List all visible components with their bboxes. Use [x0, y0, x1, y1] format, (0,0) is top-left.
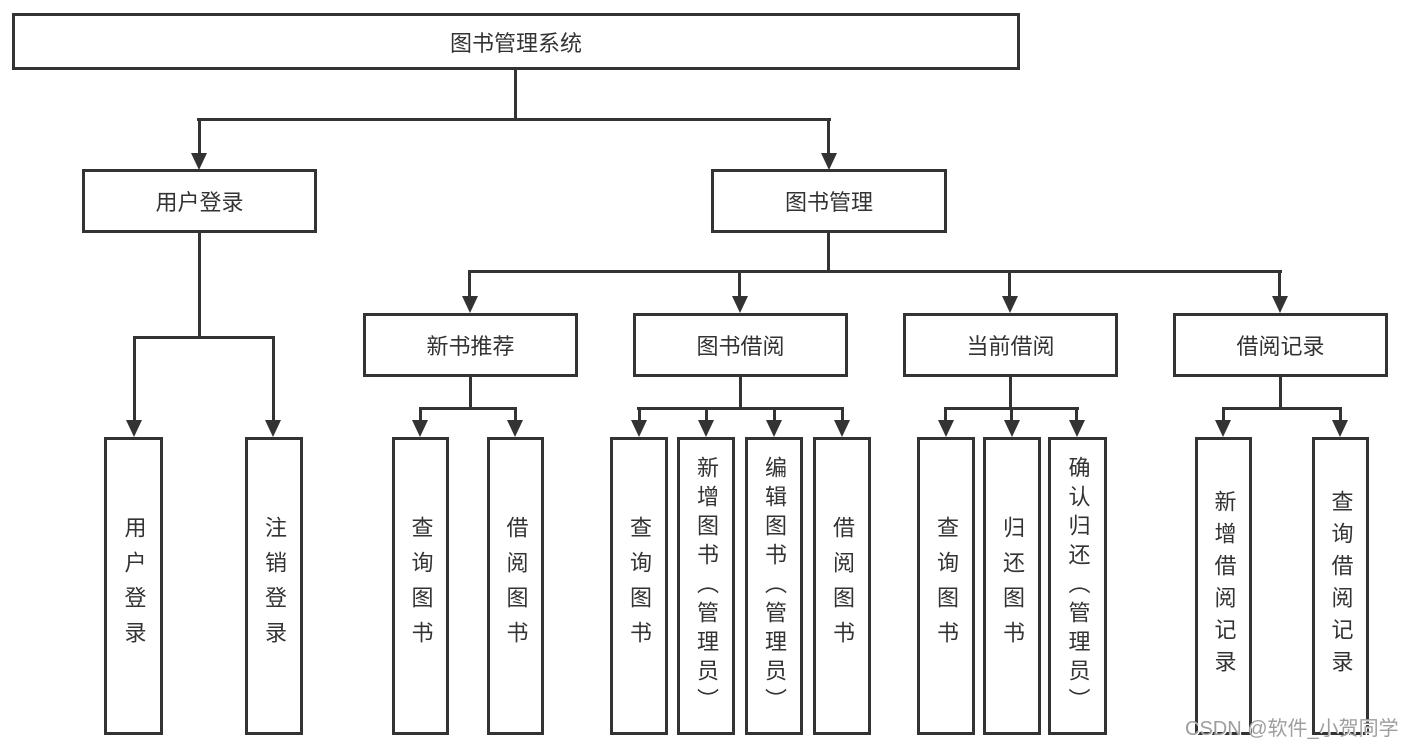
- arrow-down-icon: [507, 420, 523, 437]
- node-new-book-recommend-label: 新书推荐: [426, 334, 515, 359]
- leaf-borrow-book-1: 借阅图书: [487, 437, 544, 735]
- arrow-down-icon: [1215, 420, 1231, 437]
- arrow-down-icon: [631, 420, 647, 437]
- node-current-borrow-label: 当前借阅: [966, 334, 1055, 359]
- leaf-label: 新增借阅记录: [1211, 490, 1237, 682]
- arrow-down-icon: [1069, 420, 1085, 437]
- connector-leaf-drop: [705, 407, 708, 422]
- connector-root-drop-left: [198, 118, 201, 154]
- arrow-down-icon: [412, 420, 428, 437]
- connector-leaf-drop: [638, 407, 641, 422]
- node-root: 图书管理系统: [12, 13, 1020, 70]
- node-book-borrow-label: 图书借阅: [696, 334, 785, 359]
- leaf-label: 借阅图书: [830, 516, 855, 656]
- arrow-down-icon: [1004, 420, 1020, 437]
- node-current-borrow: 当前借阅: [903, 313, 1118, 377]
- csdn-watermark: CSDN @软件_小贺同学: [1185, 718, 1399, 740]
- leaf-label: 查询图书: [627, 516, 652, 656]
- connector-leaf-drop: [944, 407, 947, 422]
- node-book-management: 图书管理: [711, 169, 947, 233]
- arrow-down-icon: [1002, 296, 1018, 313]
- arrow-down-icon: [462, 296, 478, 313]
- connector-record-stem: [1279, 377, 1282, 409]
- connector-leaf-drop: [1339, 407, 1342, 422]
- leaf-edit-book-admin: 编辑图书（管理员）: [745, 437, 803, 735]
- arrow-down-icon: [265, 420, 281, 437]
- leaf-add-borrow-record: 新增借阅记录: [1195, 437, 1252, 735]
- leaf-label: 用户登录: [121, 516, 147, 656]
- node-borrow-record: 借阅记录: [1173, 313, 1388, 377]
- leaf-borrow-book-2: 借阅图书: [813, 437, 871, 735]
- arrow-down-icon: [732, 296, 748, 313]
- node-new-book-recommend: 新书推荐: [363, 313, 578, 377]
- arrow-down-icon: [938, 420, 954, 437]
- connector-user-drop-1: [133, 336, 136, 422]
- leaf-query-borrow-record: 查询借阅记录: [1312, 437, 1369, 735]
- leaf-query-book-2: 查询图书: [610, 437, 668, 735]
- connector-leaf-drop: [419, 407, 422, 422]
- arrow-down-icon: [834, 420, 850, 437]
- connector-current-stem: [1009, 377, 1012, 409]
- connector-leaf-drop: [1075, 407, 1078, 422]
- leaf-label: 查询图书: [408, 516, 434, 656]
- connector-mgmt-drop-2: [738, 270, 741, 298]
- leaf-confirm-return-admin: 确认归还（管理员）: [1048, 437, 1107, 735]
- connector-leaf-drop: [1010, 407, 1013, 422]
- node-borrow-record-label: 借阅记录: [1236, 334, 1325, 359]
- connector-borrow-stem: [739, 377, 742, 409]
- node-user-login: 用户登录: [82, 169, 317, 233]
- arrow-down-icon: [126, 420, 142, 437]
- leaf-label: 确认归还（管理员）: [1065, 455, 1091, 717]
- connector-user-stem: [198, 233, 201, 336]
- connector-root-drop-right: [827, 118, 830, 154]
- leaf-label: 查询图书: [934, 516, 959, 656]
- connector-record-bar: [1222, 407, 1342, 410]
- leaf-user-login: 用户登录: [104, 437, 163, 735]
- connector-newbook-stem: [469, 377, 472, 409]
- connector-leaf-drop: [773, 407, 776, 422]
- connector-user-drop-2: [272, 336, 275, 422]
- node-root-label: 图书管理系统: [449, 30, 582, 56]
- connector-leaf-drop: [841, 407, 844, 422]
- arrow-down-icon: [766, 420, 782, 437]
- leaf-logout: 注销登录: [245, 437, 303, 735]
- arrow-down-icon: [1272, 296, 1288, 313]
- leaf-query-book-1: 查询图书: [392, 437, 449, 735]
- arrow-down-icon: [698, 420, 714, 437]
- connector-mgmt-bar: [469, 270, 1282, 273]
- leaf-label: 查询借阅记录: [1328, 490, 1354, 682]
- arrow-down-icon: [1332, 420, 1348, 437]
- connector-root-stem: [514, 70, 517, 118]
- leaf-return-book: 归还图书: [983, 437, 1041, 735]
- connector-leaf-drop: [514, 407, 517, 422]
- connector-borrow-bar: [637, 407, 844, 410]
- connector-root-bar: [197, 118, 831, 121]
- node-book-borrow: 图书借阅: [633, 313, 848, 377]
- node-user-login-label: 用户登录: [155, 190, 244, 215]
- arrow-down-icon: [191, 153, 207, 170]
- leaf-query-book-3: 查询图书: [917, 437, 975, 735]
- arrow-down-icon: [821, 153, 837, 170]
- connector-mgmt-stem: [827, 233, 830, 270]
- leaf-add-book-admin: 新增图书（管理员）: [677, 437, 735, 735]
- node-book-management-label: 图书管理: [784, 190, 873, 215]
- connector-mgmt-drop-1: [468, 270, 471, 298]
- leaf-label: 编辑图书（管理员）: [762, 455, 787, 717]
- leaf-label: 注销登录: [262, 516, 287, 656]
- connector-mgmt-drop-4: [1278, 270, 1281, 298]
- leaf-label: 新增图书（管理员）: [694, 455, 719, 717]
- leaf-label: 归还图书: [1000, 516, 1025, 656]
- connector-newbook-bar: [419, 407, 517, 410]
- connector-mgmt-drop-3: [1008, 270, 1011, 298]
- connector-user-bar: [133, 336, 274, 339]
- connector-leaf-drop: [1222, 407, 1225, 422]
- leaf-label: 借阅图书: [503, 516, 529, 656]
